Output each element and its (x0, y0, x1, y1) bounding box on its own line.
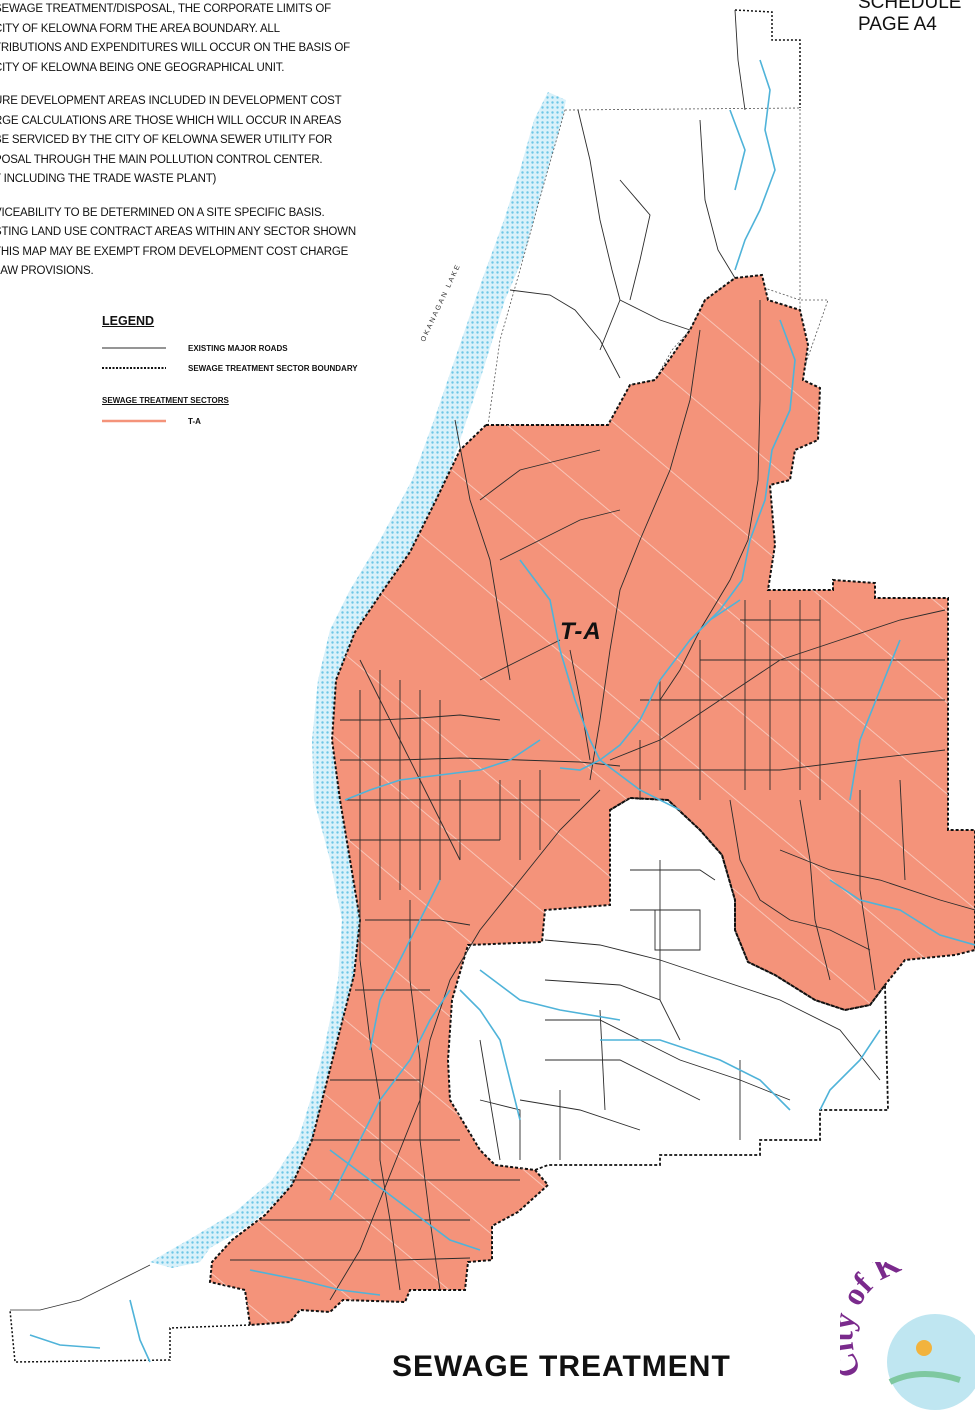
note-line: URE DEVELOPMENT AREAS INCLUDED IN DEVELO… (0, 95, 342, 107)
note-line: SEWAGE TREATMENT/DISPOSAL, THE CORPORATE… (0, 3, 331, 15)
sector-t-a-hatch (210, 275, 975, 1325)
note-line: T INCLUDING THE TRADE WASTE PLANT) (0, 173, 217, 185)
note-line: STING LAND USE CONTRACT AREAS WITHIN ANY… (0, 226, 356, 238)
north-unserviced-area (487, 107, 829, 426)
city-boundary-south (9, 1309, 251, 1363)
schedule-reference: SCHEDULE PAGE A4 (858, 0, 961, 36)
map-notes: SEWAGE TREATMENT/DISPOSAL, THE CORPORATE… (0, 0, 480, 296)
creeks (29, 59, 975, 1363)
note-line: POSAL THROUGH THE MAIN POLLUTION CONTROL… (0, 153, 323, 166)
southeast-unserviced-area (534, 797, 889, 1171)
sector-color-swatch (102, 419, 166, 423)
legend-sector-ta-label: T-A (188, 416, 201, 426)
legend-sectors-heading: SEWAGE TREATMENT SECTORS (102, 396, 229, 405)
roads-north (509, 9, 746, 379)
legend-row-boundary: SEWAGE TREATMENT SECTOR BOUNDARY (102, 358, 422, 378)
southwest-shoreline (10, 1264, 151, 1311)
road-line-swatch (102, 347, 166, 349)
legend-row-roads: EXISTING MAJOR ROADS (102, 338, 422, 358)
note-line: CITY OF KELOWNA BEING ONE GEOGRAPHICAL U… (0, 61, 285, 74)
legend-roads-label: EXISTING MAJOR ROADS (188, 343, 288, 353)
note-paragraph-2: URE DEVELOPMENT AREAS INCLUDED IN DEVELO… (0, 92, 480, 190)
city-boundary-west (734, 9, 801, 108)
note-line: CITY OF KELOWNA FORM THE AREA BOUNDARY. … (0, 22, 280, 35)
map-title: SEWAGE TREATMENT (392, 1350, 731, 1383)
note-line: LAW PROVISIONS. (0, 265, 94, 277)
okanagan-lake (150, 92, 566, 1268)
schedule-page: PAGE A4 (858, 14, 937, 35)
sector-label: T-A (560, 618, 602, 645)
note-line: VICEABILITY TO BE DETERMINED ON A SITE S… (0, 206, 325, 219)
note-line: TRIBUTIONS AND EXPENDITURES WILL OCCUR O… (0, 42, 350, 54)
roads-southeast (479, 860, 881, 1161)
map-legend: LEGEND EXISTING MAJOR ROADS SEWAGE TREAT… (102, 314, 422, 431)
legend-title: LEGEND (102, 314, 155, 328)
schedule-title: SCHEDULE (858, 0, 962, 13)
roads-sector (230, 300, 975, 1301)
note-paragraph-1: SEWAGE TREATMENT/DISPOSAL, THE CORPORATE… (0, 0, 480, 78)
note-paragraph-3: VICEABILITY TO BE DETERMINED ON A SITE S… (0, 204, 480, 282)
legend-boundary-label: SEWAGE TREATMENT SECTOR BOUNDARY (188, 363, 358, 373)
note-line: THIS MAP MAY BE EXEMPT FROM DEVELOPMENT … (0, 245, 349, 258)
legend-row-sector-ta: T-A (102, 411, 422, 431)
note-line: BE SERVICED BY THE CITY OF KELOWNA SEWER… (0, 134, 333, 146)
boundary-line-swatch (102, 367, 166, 369)
note-line: RGE CALCULATIONS ARE THOSE WHICH WILL OC… (0, 114, 342, 127)
city-seal-logo: City of K (840, 1262, 975, 1412)
kelowna-sewer-sector-map (9, 9, 975, 1363)
